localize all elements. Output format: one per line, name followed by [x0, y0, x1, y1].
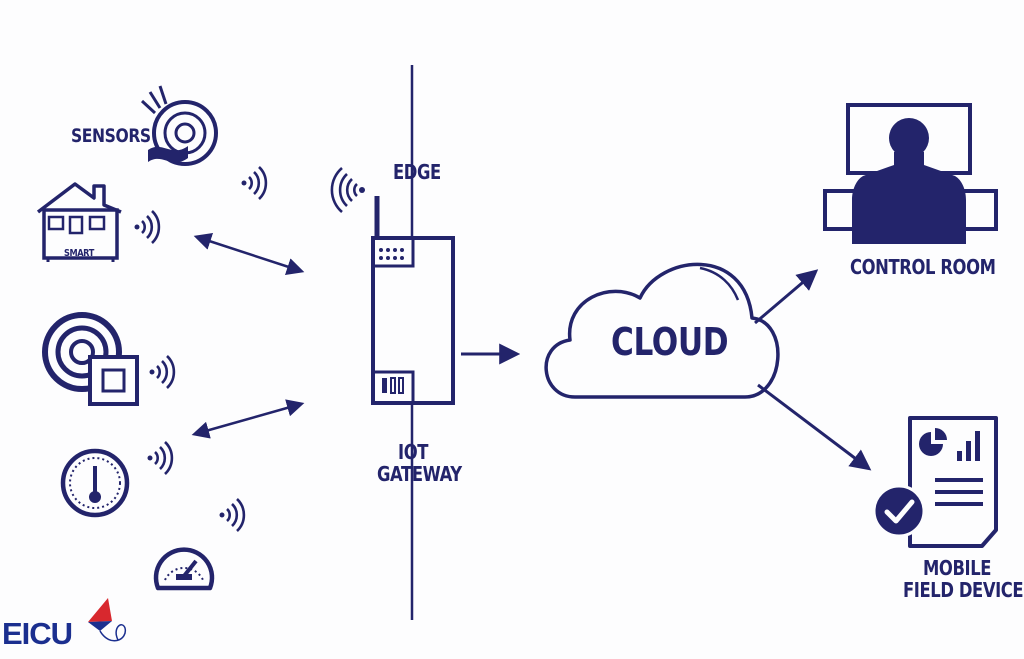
cloud-to-mobile-arrow	[757, 383, 872, 471]
speed-gauge-icon	[153, 547, 215, 591]
sensor-link-arrow-top	[193, 233, 305, 275]
kite-logo-icon	[88, 598, 126, 642]
gateway-device-icon	[371, 196, 455, 405]
thermometer-gauge-icon	[60, 448, 130, 518]
cloud-label: CLOUD	[611, 320, 729, 364]
check-badge-icon	[872, 484, 926, 538]
iot-gateway-label-line1: IOT	[398, 440, 429, 464]
sensor-disc-icon	[140, 85, 218, 166]
smart-house-icon	[36, 182, 122, 262]
mobile-label-line1: MOBILE	[923, 556, 992, 580]
sensor-link-arrow-bottom	[191, 399, 305, 439]
smart-label: SMART	[64, 248, 94, 259]
operator-monitor-icon	[823, 103, 998, 244]
wifi-signal-icon	[133, 165, 268, 533]
gateway-wifi-icon	[330, 167, 365, 213]
eicu-logo: EICU	[2, 616, 73, 651]
report-document-icon	[908, 416, 998, 548]
edge-label: EDGE	[393, 160, 441, 184]
control-room-label: CONTROL ROOM	[850, 255, 996, 279]
iot-gateway-label-line2: GATEWAY	[377, 462, 462, 486]
sensors-label: SENSORS	[71, 125, 151, 147]
proximity-sensor-icon	[42, 312, 139, 406]
cloud-icon	[544, 262, 780, 399]
mobile-label-line2: FIELD DEVICE	[903, 578, 1024, 602]
cloud-to-control-room-arrow	[754, 269, 819, 325]
